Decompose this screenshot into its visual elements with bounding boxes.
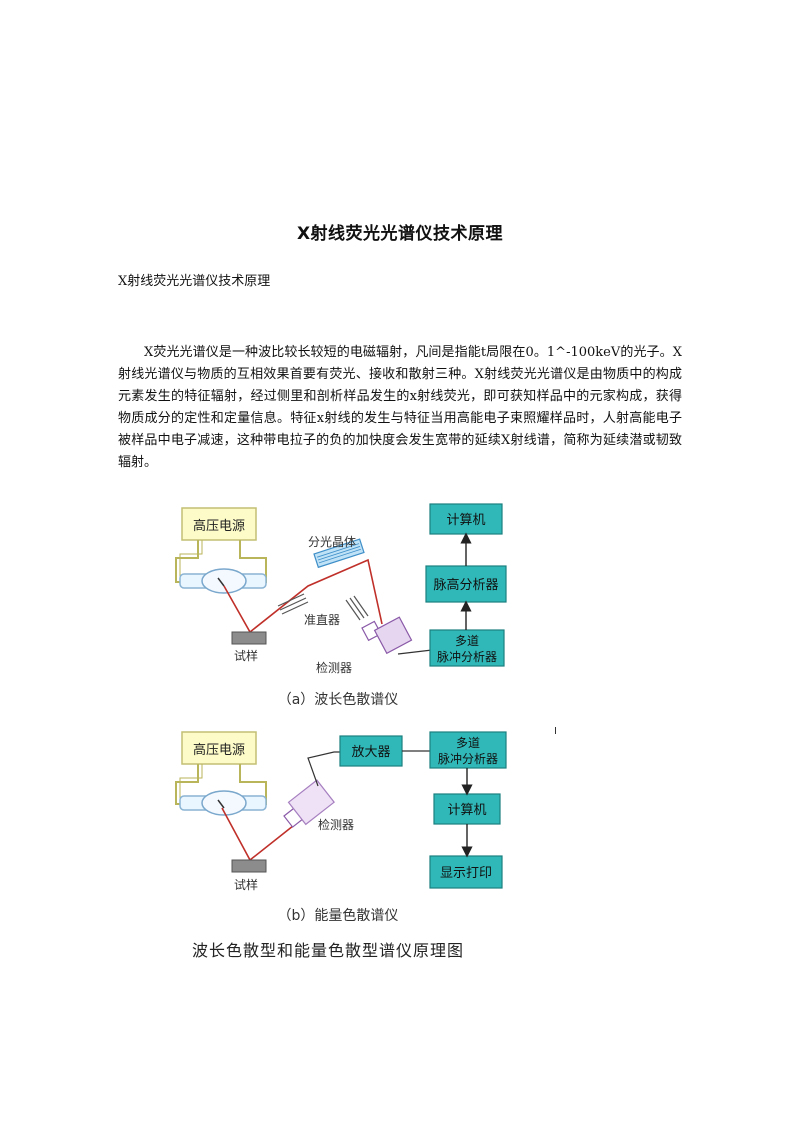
collimator-a [277, 593, 309, 615]
amplifier-label-b: 放大器 [351, 745, 390, 760]
mca-box-a [429, 629, 505, 667]
mca-label-a-1: 多道 [455, 634, 479, 648]
sample-label-b: 试样 [234, 877, 258, 892]
caption-b: （b）能量色散谱仪 [278, 907, 399, 924]
mca-label-b-1: 多道 [456, 736, 480, 750]
mca-label-b-2: 脉冲分析器 [438, 751, 498, 766]
detector-label-a: 检测器 [316, 660, 352, 675]
computer-label-b: 计算机 [447, 803, 486, 818]
document-subtitle: X射线荧光光谱仪技术原理 [118, 274, 271, 289]
collimator-label-a: 准直器 [304, 613, 340, 627]
hv-source-label-a: 高压电源 [193, 518, 245, 534]
stray-mark [555, 727, 556, 734]
sample-b [231, 859, 267, 873]
sample-label-a: 试样 [234, 648, 258, 663]
panel-a: 高压电源 准直器 [175, 503, 507, 708]
body-paragraph: X荧光光谱仪是一种波比较长较短的电磁辐射，凡间是指能t局限在0。1^-100ke… [118, 345, 682, 470]
figure-main-caption: 波长色散型和能量色散型谱仪原理图 [192, 941, 464, 960]
spectrometer-figure: 高压电源 准直器 [158, 496, 528, 966]
detector-a [361, 616, 413, 655]
mca-label-a-2: 脉冲分析器 [437, 649, 497, 664]
document-title: X射线荧光光谱仪技术原理 [296, 224, 504, 244]
panel-b: 高压电源 试样 检测器 [175, 731, 507, 924]
detector-b [283, 779, 335, 828]
sample-a [231, 631, 267, 645]
xray-beam-a [223, 558, 383, 634]
pulse-height-box-a [425, 565, 507, 603]
hv-source-box-b [181, 731, 257, 765]
display-label-b: 显示打印 [440, 866, 492, 881]
mca-box-b [429, 731, 507, 769]
caption-a: （a）波长色散谱仪 [278, 691, 399, 708]
amplifier-box-b [339, 735, 403, 767]
display-box-b [429, 855, 503, 889]
pulse-height-label-a: 脉高分析器 [433, 577, 498, 593]
analyzer-crystal-a [313, 538, 365, 569]
hv-source-box-a [181, 507, 257, 541]
spectrometer-diagram: 高压电源 准直器 [175, 503, 507, 960]
computer-label-a: 计算机 [446, 513, 485, 528]
crystal-label-a: 分光晶体 [308, 535, 356, 549]
hv-source-label-b: 高压电源 [193, 742, 245, 758]
detector-label-b: 检测器 [318, 817, 354, 832]
